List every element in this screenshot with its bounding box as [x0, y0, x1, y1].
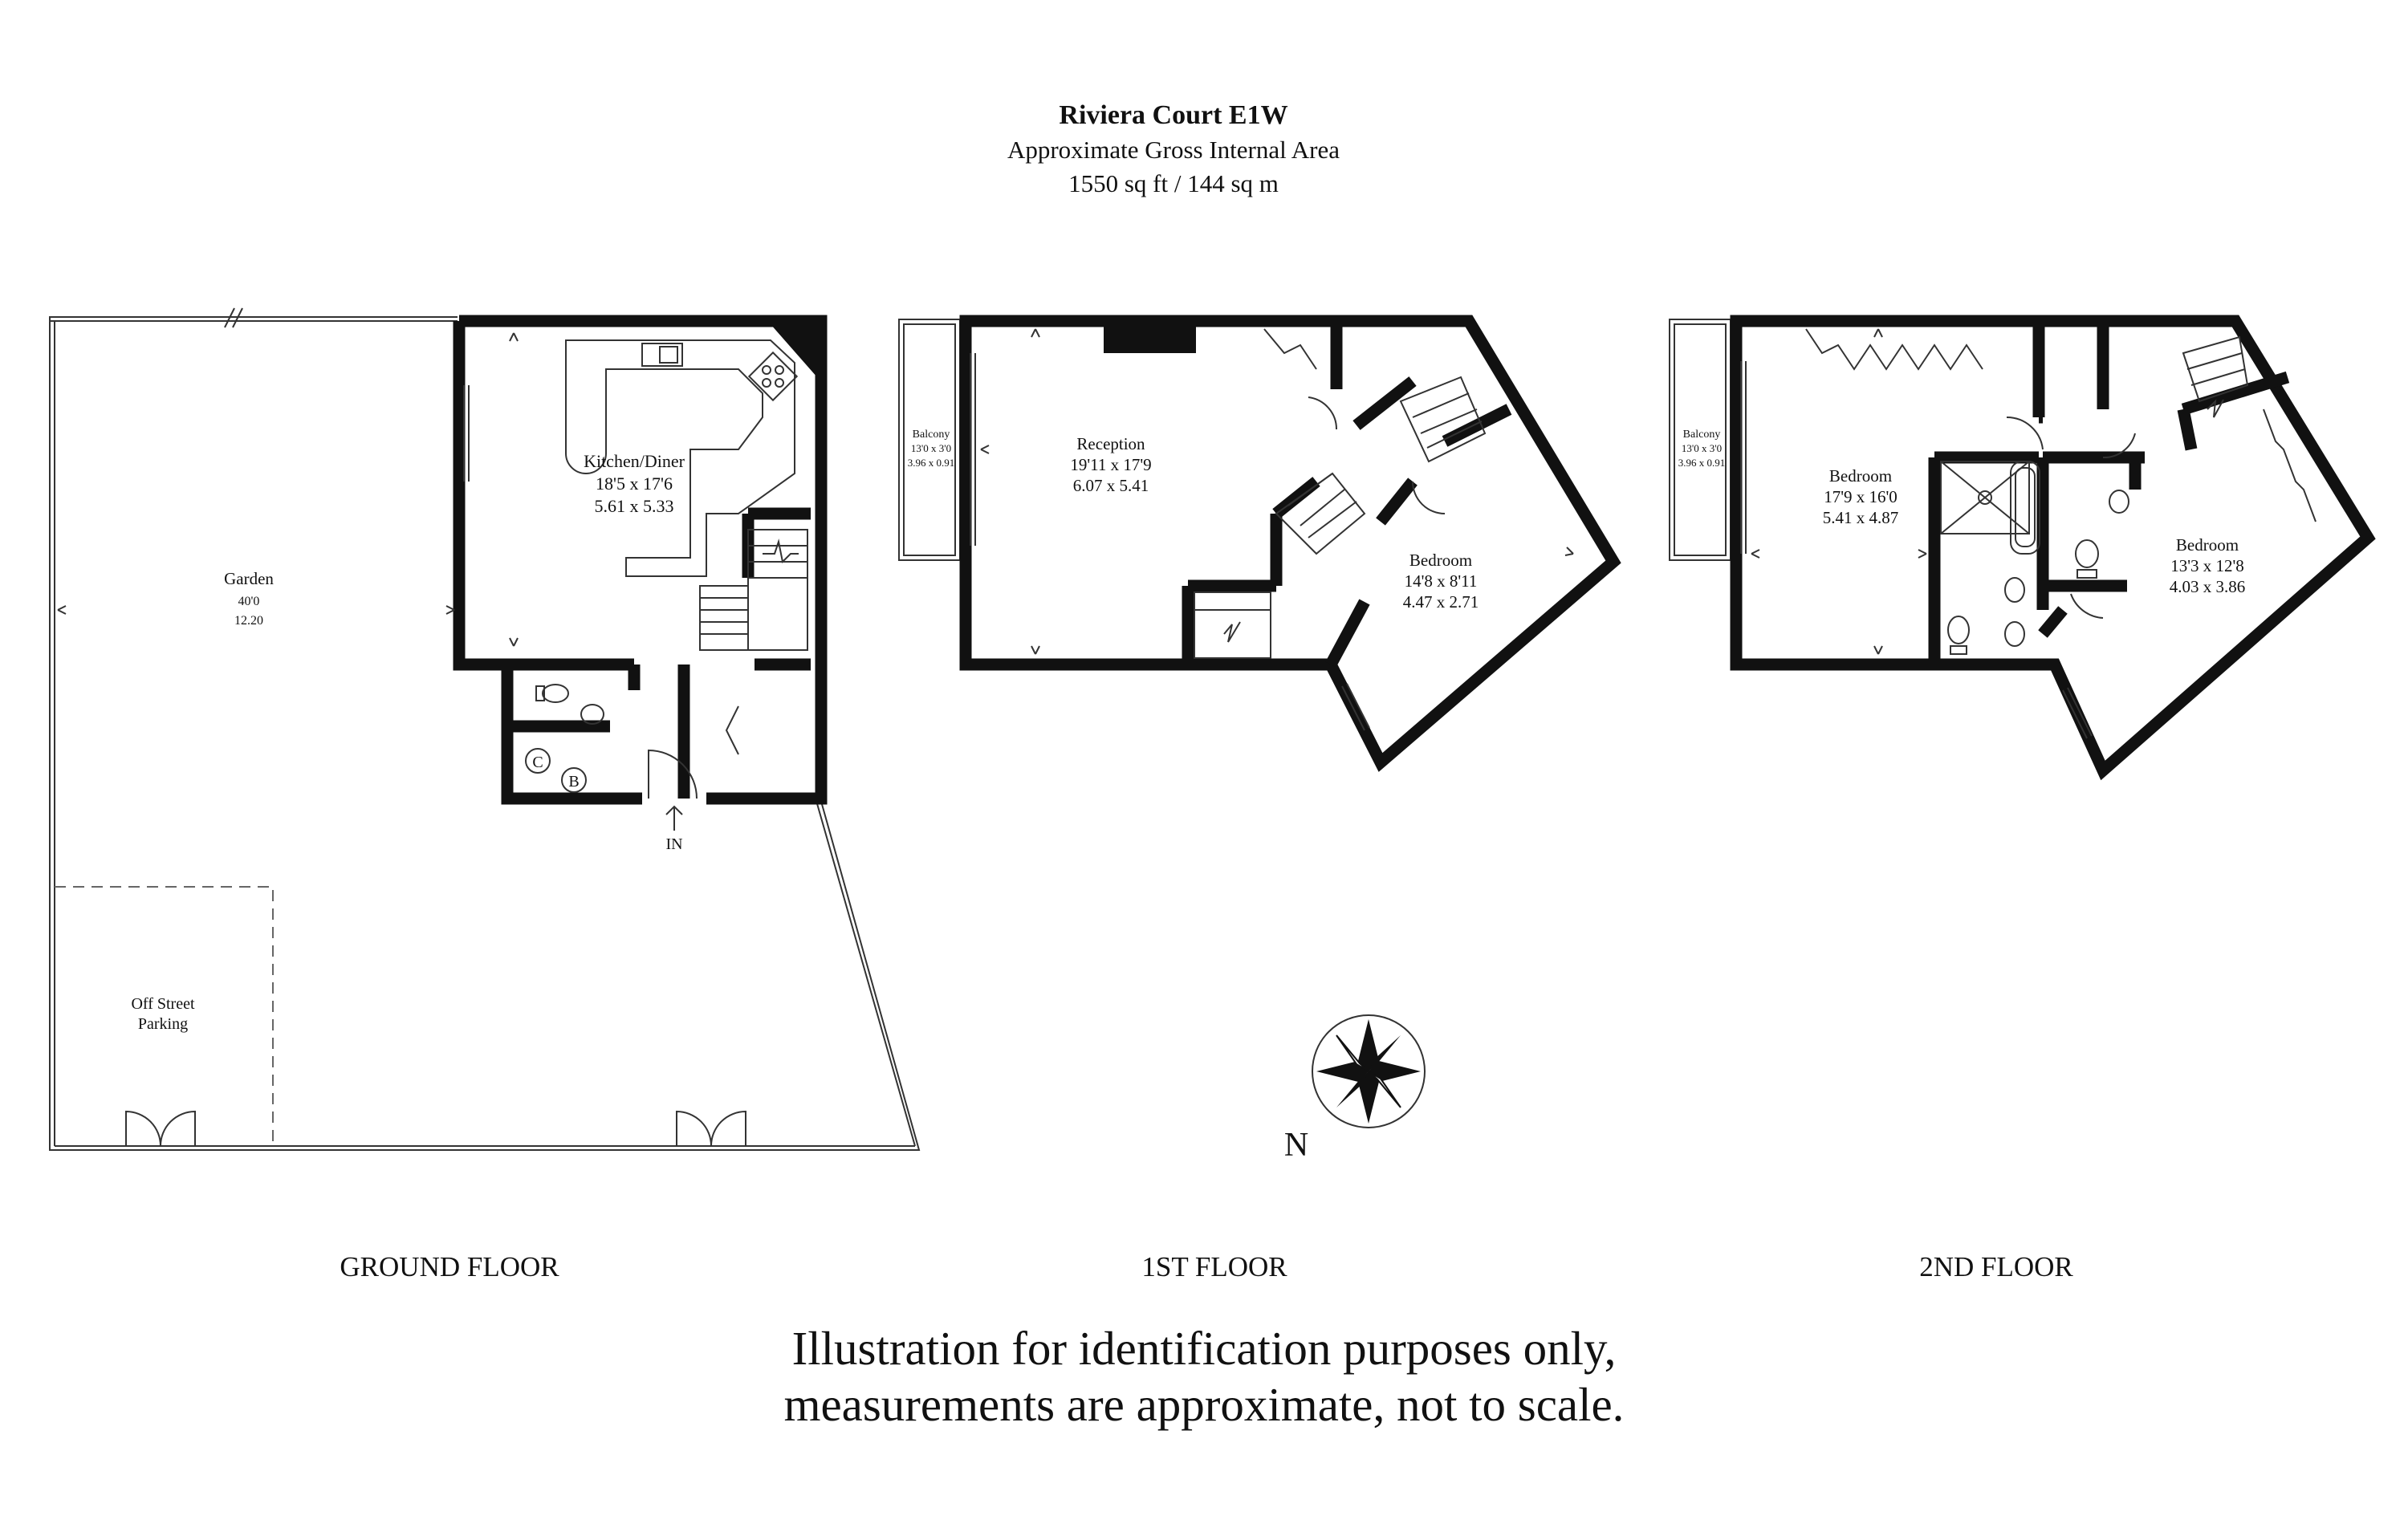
bedroom2-wardrobe-doors [2263, 408, 2316, 522]
en-suite-basin-icons [2004, 577, 2025, 647]
first-balcony-name: Balcony [913, 429, 950, 441]
second-balcony-name: Balcony [1683, 429, 1721, 441]
kitchen-dim-imperial: 18'5 x 17'6 [596, 473, 673, 494]
kitchen-window-west [463, 385, 470, 482]
garden-dim-imperial: 40'0 [238, 595, 260, 608]
first-bedroom-dim-metric: 4.47 x 2.71 [1403, 592, 1479, 612]
boiler-label: B [568, 773, 579, 790]
bath-icon [2010, 461, 2040, 555]
first-balcony-dim-imperial: 13'0 x 3'0 [911, 442, 951, 454]
second-bathroom-door [2102, 433, 2136, 459]
cupboard-label: C [532, 754, 543, 771]
first-stairs [1194, 376, 1487, 659]
compass-rose-icon [1312, 1014, 1426, 1128]
garden-boundary [49, 316, 921, 1151]
plan-subtitle: Approximate Gross Internal Area [1007, 136, 1340, 164]
entrance-arrow-icon [665, 805, 683, 831]
shower-icon [1940, 461, 2030, 534]
ground-floor-label: GROUND FLOOR [340, 1251, 559, 1282]
second-floor-label: 2ND FLOOR [1919, 1251, 2073, 1282]
second-bedroom2-dim-metric: 4.03 x 3.86 [2170, 577, 2246, 596]
first-floor-plan: Balcony 13'0 x 3'0 3.96 x 0.91 [898, 315, 1621, 1282]
kitchen-name: Kitchen/Diner [584, 451, 685, 471]
kitchen-dim-metric: 5.61 x 5.33 [595, 496, 674, 516]
second-bedroom2-dim-imperial: 13'3 x 12'8 [2170, 556, 2244, 575]
en-suite-wc-icon [1947, 616, 1970, 655]
first-bedroom-name: Bedroom [1409, 551, 1472, 570]
second-bedroom1-window [1740, 361, 1747, 554]
second-stairs [2182, 335, 2249, 418]
second-bedroom1-name: Bedroom [1829, 466, 1892, 486]
second-balcony-dim-metric: 3.96 x 0.91 [1678, 457, 1726, 469]
wc-icon [535, 684, 569, 703]
reception-dim-metric: 6.07 x 5.41 [1073, 476, 1149, 495]
second-balcony-dim-imperial: 13'0 x 3'0 [1682, 442, 1722, 454]
second-bedroom1-dim-metric: 5.41 x 4.87 [1823, 508, 1899, 527]
garden-gate-left [125, 1110, 196, 1147]
first-floor-label: 1ST FLOOR [1141, 1251, 1287, 1282]
garden-gate-right [676, 1110, 746, 1147]
basin-icon [580, 704, 604, 725]
compass-north-label: N [1284, 1127, 1308, 1164]
disclaimer-line2: measurements are approximate, not to sca… [784, 1378, 1625, 1431]
plan-title: Riviera Court E1W [1059, 100, 1287, 130]
disclaimer-line1: Illustration for identification purposes… [792, 1322, 1617, 1375]
header: Riviera Court E1W Approximate Gross Inte… [1007, 100, 1340, 197]
kitchen-worktop [565, 339, 795, 577]
second-floor-plan: Balcony 13'0 x 3'0 3.96 x 0.91 [1669, 315, 2376, 1282]
second-bedroom1-dim-imperial: 17'9 x 16'0 [1824, 487, 1898, 506]
first-door-bedroom [1412, 481, 1446, 514]
gross-area: 1550 sq ft / 144 sq m [1068, 169, 1279, 197]
entrance-label: IN [665, 835, 682, 853]
parking-area-outline [55, 886, 274, 1146]
boiler-symbol [561, 767, 587, 793]
ground-floor-plan: C B IN Garden 40'0 12.20 Kitchen/Diner 1… [49, 307, 921, 1282]
hob-icon [747, 351, 799, 402]
second-bedroom2-window [2062, 687, 2093, 739]
reception-window [970, 353, 976, 546]
ground-stairs [699, 529, 808, 651]
garden-dim-metric: 12.20 [234, 614, 263, 628]
reception-name: Reception [1076, 434, 1145, 453]
first-floor-walls [959, 315, 1621, 772]
first-door-landing [1308, 396, 1338, 430]
disclaimer: Illustration for identification purposes… [784, 1322, 1625, 1431]
second-bedroom2-door [2070, 593, 2104, 619]
second-floor-walls [1730, 315, 2376, 781]
bedroom1-wardrobe-doors [1805, 328, 1983, 371]
first-wardrobe-doors [1263, 328, 1317, 370]
bathroom-wc-icon [2075, 539, 2099, 579]
second-landing-door [2006, 416, 2044, 450]
second-bedroom2-name: Bedroom [2176, 535, 2239, 555]
entrance-door [648, 749, 698, 799]
first-bedroom-dim-imperial: 14'8 x 8'11 [1405, 571, 1478, 591]
first-bedroom-window [1341, 683, 1370, 731]
bathroom-basin-icon [2109, 490, 2129, 514]
first-balcony-dim-metric: 3.96 x 0.91 [908, 457, 955, 469]
hall-cupboard-door [725, 705, 739, 755]
parking-line2: Parking [138, 1015, 188, 1033]
sink-icon [641, 343, 683, 367]
garden-name: Garden [224, 569, 274, 588]
reception-dim-imperial: 19'11 x 17'9 [1070, 455, 1151, 474]
cupboard-symbol [525, 748, 551, 774]
parking-line1: Off Street [131, 995, 194, 1013]
